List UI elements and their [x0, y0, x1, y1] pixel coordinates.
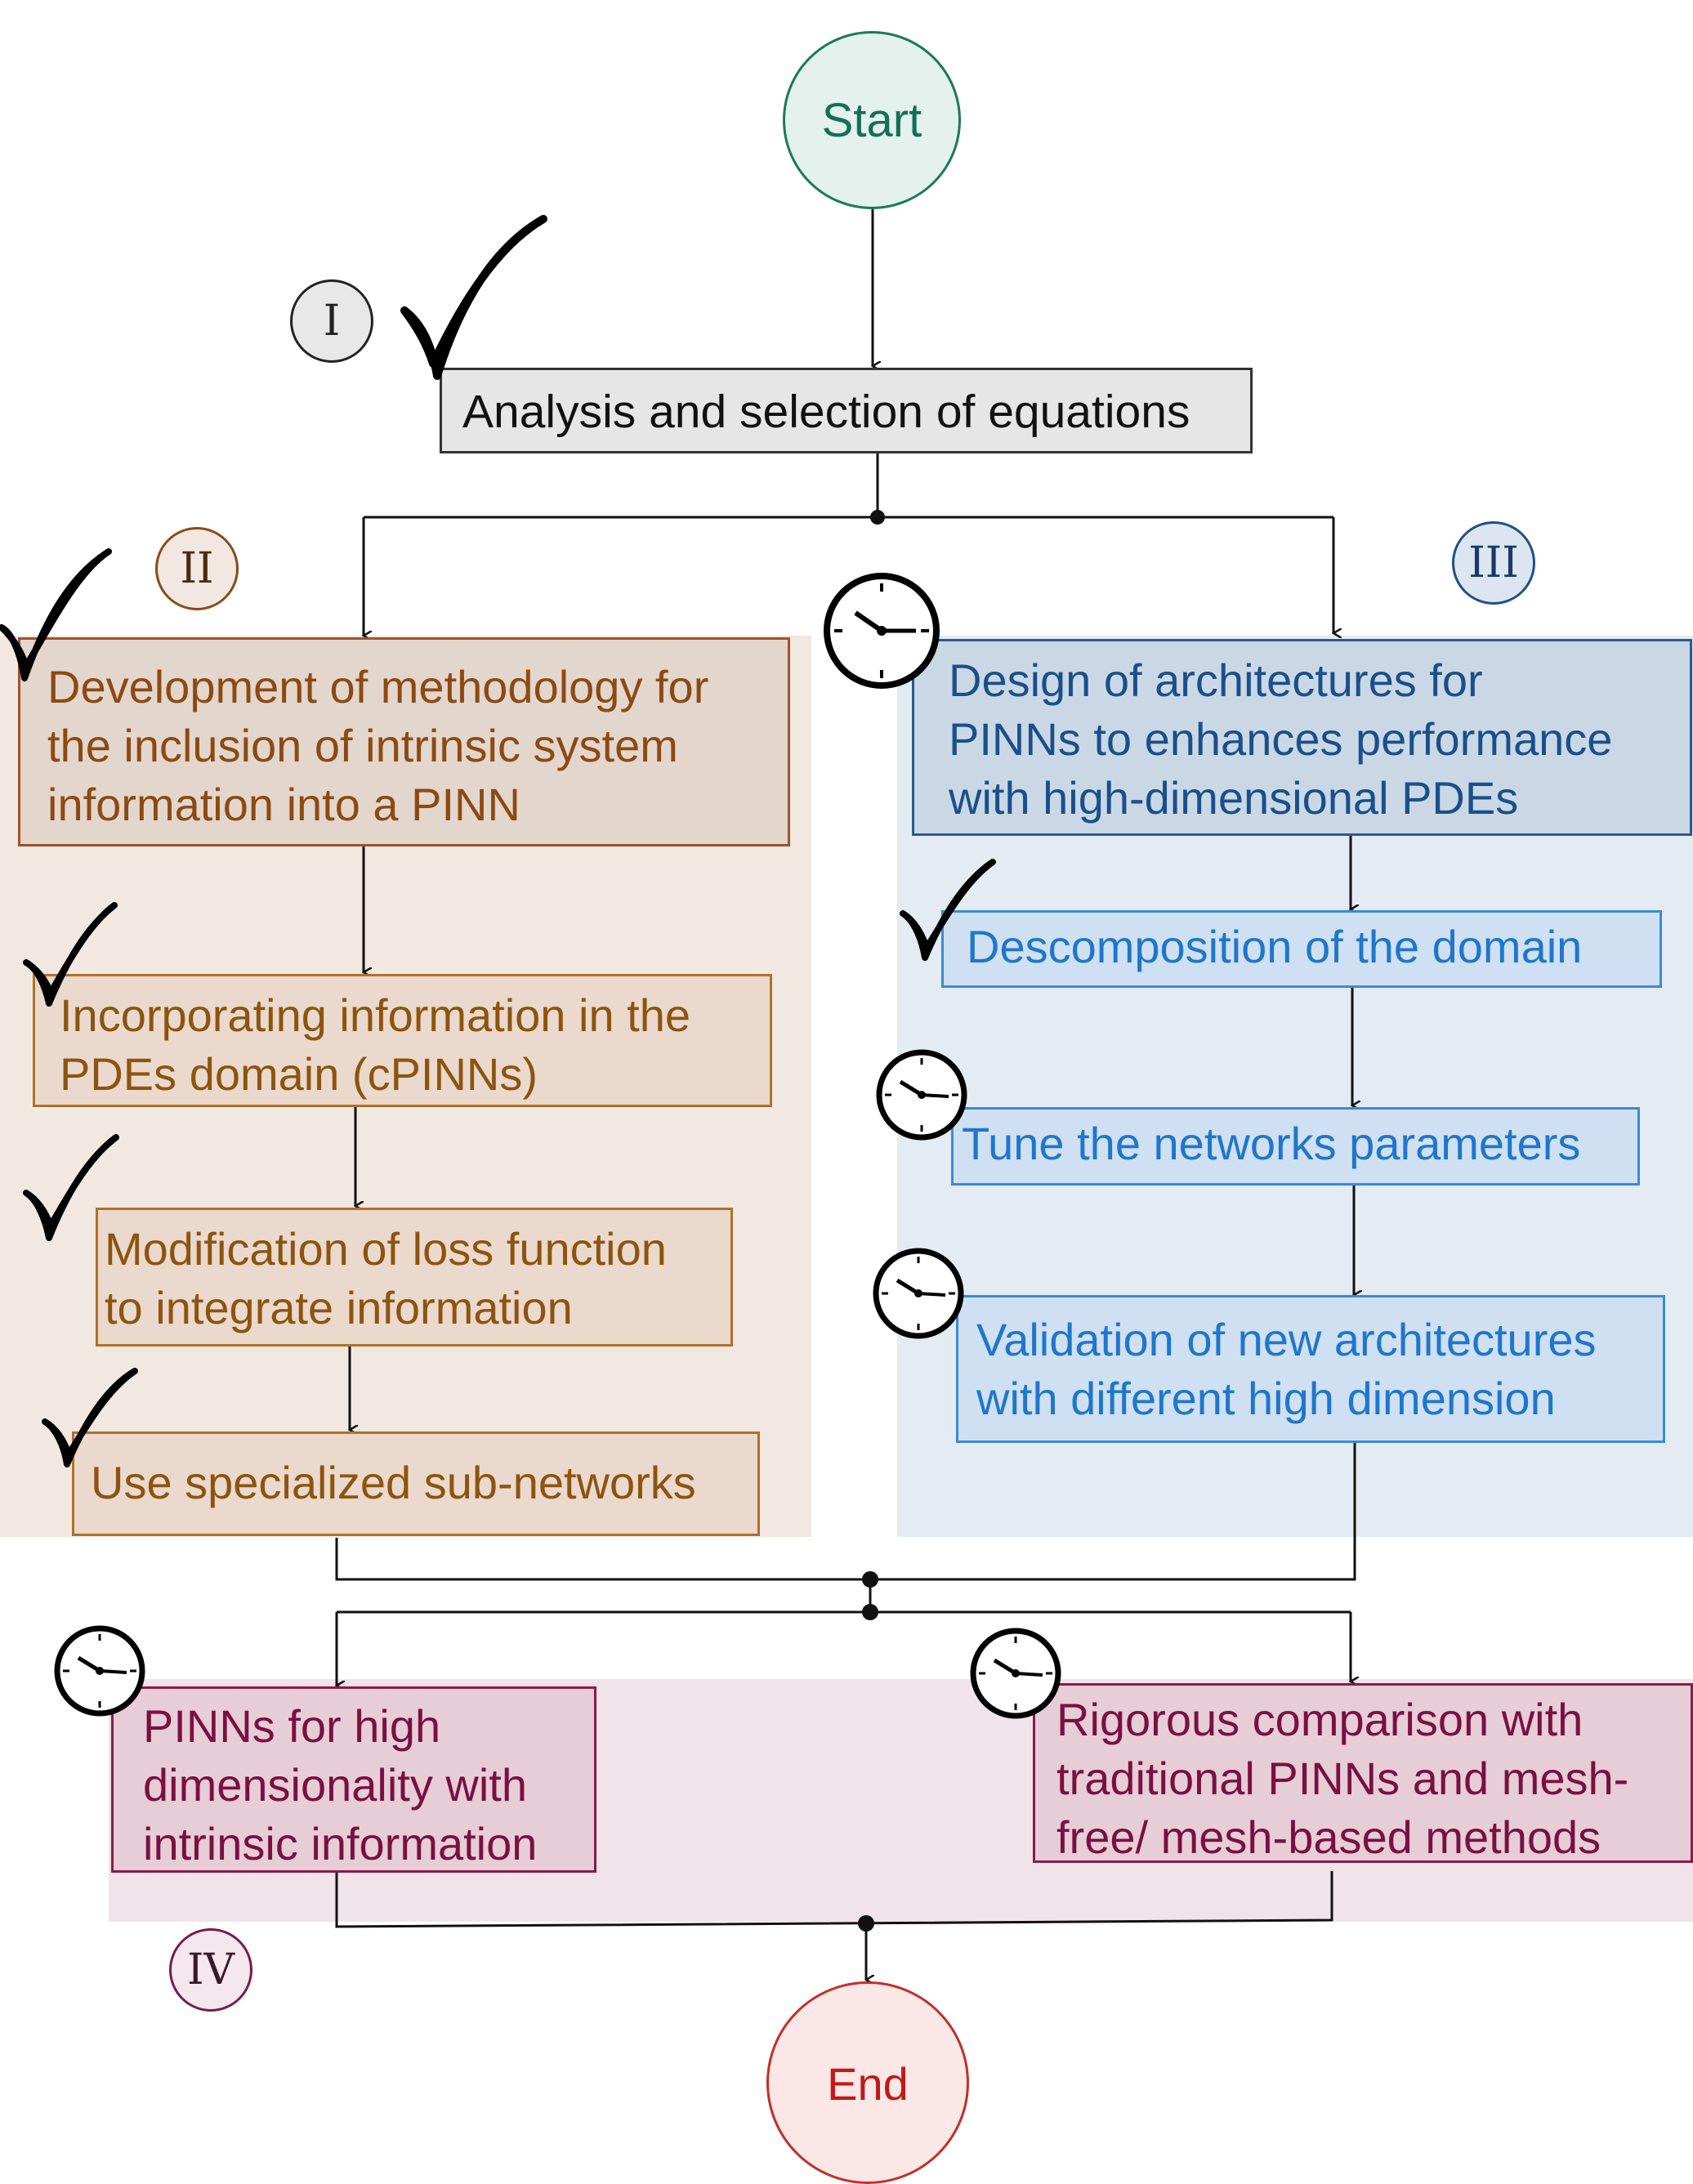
section-iii-step3-box: Validation of new architectures with dif… [956, 1295, 1665, 1443]
section-iii-step3-label: Validation of new architectures with dif… [976, 1314, 1597, 1424]
section-iii-step1-box: Descomposition of the domain [941, 910, 1662, 988]
section-ii-main-label: Development of methodology for the inclu… [47, 661, 709, 830]
clock-icons-layer [54, 573, 1061, 1719]
end-label: End [827, 2058, 909, 2110]
section-iii-main-label: Design of architectures for PINNs to enh… [949, 654, 1613, 824]
section-i-text: I [323, 297, 341, 346]
start-node: Start [783, 31, 961, 209]
section-i-label: I [290, 279, 373, 363]
section-iii-step1-label: Descomposition of the domain [967, 921, 1583, 972]
check-mark-icon [23, 1134, 119, 1241]
section-ii-label: II [155, 527, 239, 610]
status-markers [0, 215, 996, 1467]
section-ii-main-box: Development of methodology for the inclu… [18, 637, 790, 846]
section-ii-step2-box: Modification of loss function to integra… [96, 1208, 733, 1347]
section-iv-right-label: Rigorous comparison with traditional PIN… [1056, 1694, 1629, 1863]
section-iv-left-box: PINNs for high dimensionality with intri… [111, 1686, 596, 1873]
section-ii-step3-box: Use specialized sub-networks [72, 1431, 760, 1536]
section-ii-step1-box: Incorporating information in the PDEs do… [33, 974, 772, 1107]
section-iii-step2-label: Tune the networks parameters [962, 1118, 1581, 1169]
section-ii-step1-label: Incorporating information in the PDEs do… [60, 989, 690, 1100]
section-iii-label: III [1452, 521, 1535, 605]
flow-connectors [0, 209, 1693, 2131]
section-iii-main-box: Design of architectures for PINNs to enh… [912, 639, 1692, 836]
section-iv-label: IV [169, 1928, 252, 2012]
clock-icon [876, 1049, 967, 1141]
check-mark-icon [23, 902, 118, 1007]
clock-icon [873, 1248, 964, 1339]
clock-icon [824, 573, 940, 689]
section-ii-step2-label: Modification of loss function to integra… [105, 1223, 667, 1333]
section-ii-text: II [180, 544, 214, 593]
check-mark-icon [400, 215, 547, 380]
check-mark-icon [0, 548, 112, 681]
section-iv-left-label: PINNs for high dimensionality with intri… [143, 1700, 538, 1869]
clock-icon [54, 1625, 145, 1717]
section-iv-text: IV [186, 1945, 235, 1994]
analysis-label: Analysis and selection of equations [462, 386, 1190, 438]
clock-icon [970, 1628, 1061, 1719]
section-iii-step2-box: Tune the networks parameters [951, 1107, 1640, 1186]
section-ii-step3-label: Use specialized sub-networks [91, 1457, 696, 1508]
analysis-box: Analysis and selection of equations [440, 368, 1253, 453]
check-mark-icon [900, 859, 996, 961]
section-iii-text: III [1468, 538, 1519, 587]
check-mark-icon [42, 1368, 138, 1467]
section-iv-right-box: Rigorous comparison with traditional PIN… [1033, 1683, 1693, 1863]
start-label: Start [821, 93, 922, 147]
